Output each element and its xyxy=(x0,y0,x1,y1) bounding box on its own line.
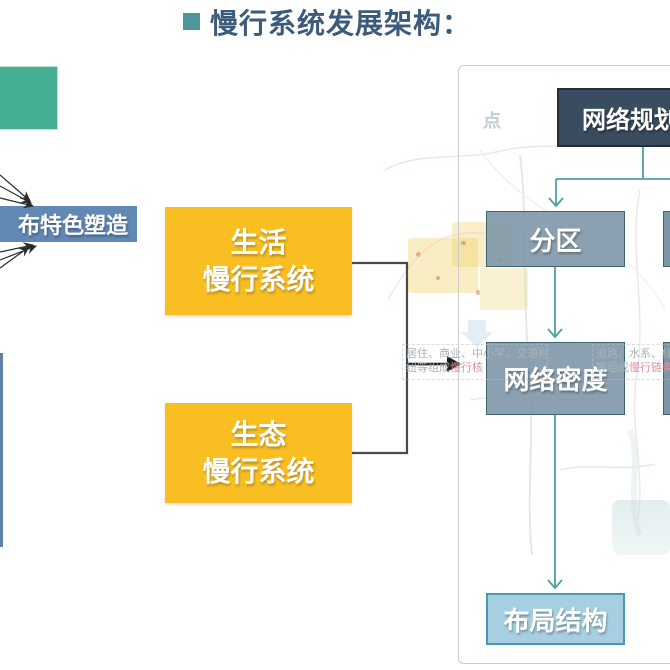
node-layout-structure-box: 布局结构 xyxy=(486,593,625,645)
node-zoning-box: 分区 xyxy=(486,211,625,267)
clipped-right-column-box xyxy=(663,342,670,415)
life-slow-system-box: 生活 慢行系统 xyxy=(165,207,352,315)
title-bullet-icon xyxy=(183,13,200,30)
faint-note-right-line2-pink: 慢行链条 xyxy=(629,362,670,374)
faint-note-right: 道路、水系、绿 等组成慢行链条 xyxy=(592,344,670,380)
green-swatch xyxy=(0,66,58,130)
eco-slow-system-line2: 慢行系统 xyxy=(202,456,315,487)
node-zoning-label: 分区 xyxy=(529,225,582,256)
map-blob xyxy=(436,276,440,280)
faint-note-right-line1: 道路、水系、绿 xyxy=(596,348,670,360)
eco-slow-system-line1: 生态 xyxy=(230,419,287,450)
eco-slow-system-box: 生态 慢行系统 xyxy=(165,403,352,503)
life-slow-system-line1: 生活 xyxy=(230,227,287,258)
network-planning-header-label: 网络规划 xyxy=(582,107,670,134)
clipped-box-edge xyxy=(0,353,3,547)
node-layout-structure-label: 布局结构 xyxy=(503,605,608,636)
fan-in-arrows-top xyxy=(0,174,35,209)
faint-note-right-line2-gray: 等组成 xyxy=(596,362,629,374)
faint-note-left-line1: 居住、商业、中小学、交通枢 xyxy=(406,348,549,360)
faint-note-left: 居住、商业、中小学、交通枢 纽等组成慢行核 xyxy=(402,344,549,380)
faint-water-patch xyxy=(612,500,670,555)
clipped-right-column-box xyxy=(663,211,670,267)
watermark-dot-text: 点 xyxy=(483,111,501,131)
network-planning-header-box: 网络规划 xyxy=(557,88,670,147)
life-slow-system-line2: 慢行系统 xyxy=(202,264,315,295)
page-title: 慢行系统发展架构： xyxy=(210,8,472,39)
fan-in-arrows-bottom xyxy=(0,242,38,269)
feature-box-label: 布特色塑造 xyxy=(17,213,128,238)
faint-note-left-line2-pink: 慢行核 xyxy=(450,362,483,374)
bracket-connector xyxy=(352,261,409,455)
faint-note-left-line2-gray: 纽等组成 xyxy=(406,362,450,374)
map-blob xyxy=(416,252,421,257)
feature-box: 布特色塑造 xyxy=(0,206,137,242)
